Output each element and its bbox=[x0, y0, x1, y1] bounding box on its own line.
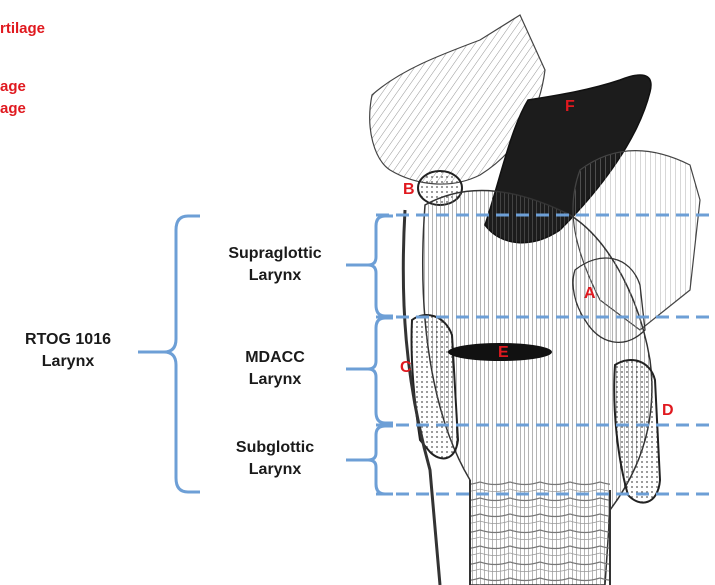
letter-d: D bbox=[662, 402, 674, 420]
mdacc-label-line-1: MDACC bbox=[205, 347, 345, 369]
subglottic-label-line-2: Larynx bbox=[205, 459, 345, 481]
letter-e: E bbox=[498, 344, 509, 362]
supraglottic-label: Supraglottic Larynx bbox=[205, 243, 345, 287]
letter-c: C bbox=[400, 359, 412, 377]
mdacc-label: MDACC Larynx bbox=[205, 347, 345, 391]
rtog-bracket bbox=[138, 216, 200, 492]
subglottic-label-line-1: Subglottic bbox=[205, 437, 345, 459]
legend-item: rtilage bbox=[0, 20, 45, 38]
rtog-label: RTOG 1016 Larynx bbox=[0, 329, 138, 373]
supraglottic-bracket bbox=[346, 216, 393, 316]
trachea bbox=[470, 480, 610, 585]
rtog-label-line-1: RTOG 1016 bbox=[0, 329, 138, 351]
letter-f: F bbox=[565, 98, 575, 116]
larynx-anatomy bbox=[370, 15, 700, 585]
subglottic-bracket bbox=[346, 426, 393, 494]
letter-a: A bbox=[584, 285, 596, 303]
subglottic-label: Subglottic Larynx bbox=[205, 437, 345, 481]
legend-item: age bbox=[0, 100, 26, 118]
supraglottic-label-line-2: Larynx bbox=[205, 265, 345, 287]
letter-b: B bbox=[403, 181, 415, 199]
mdacc-bracket bbox=[346, 318, 393, 423]
mdacc-label-line-2: Larynx bbox=[205, 369, 345, 391]
thyroid-cartilage bbox=[411, 315, 458, 458]
rtog-label-line-2: Larynx bbox=[0, 351, 138, 373]
legend-item: age bbox=[0, 78, 26, 96]
supraglottic-label-line-1: Supraglottic bbox=[205, 243, 345, 265]
